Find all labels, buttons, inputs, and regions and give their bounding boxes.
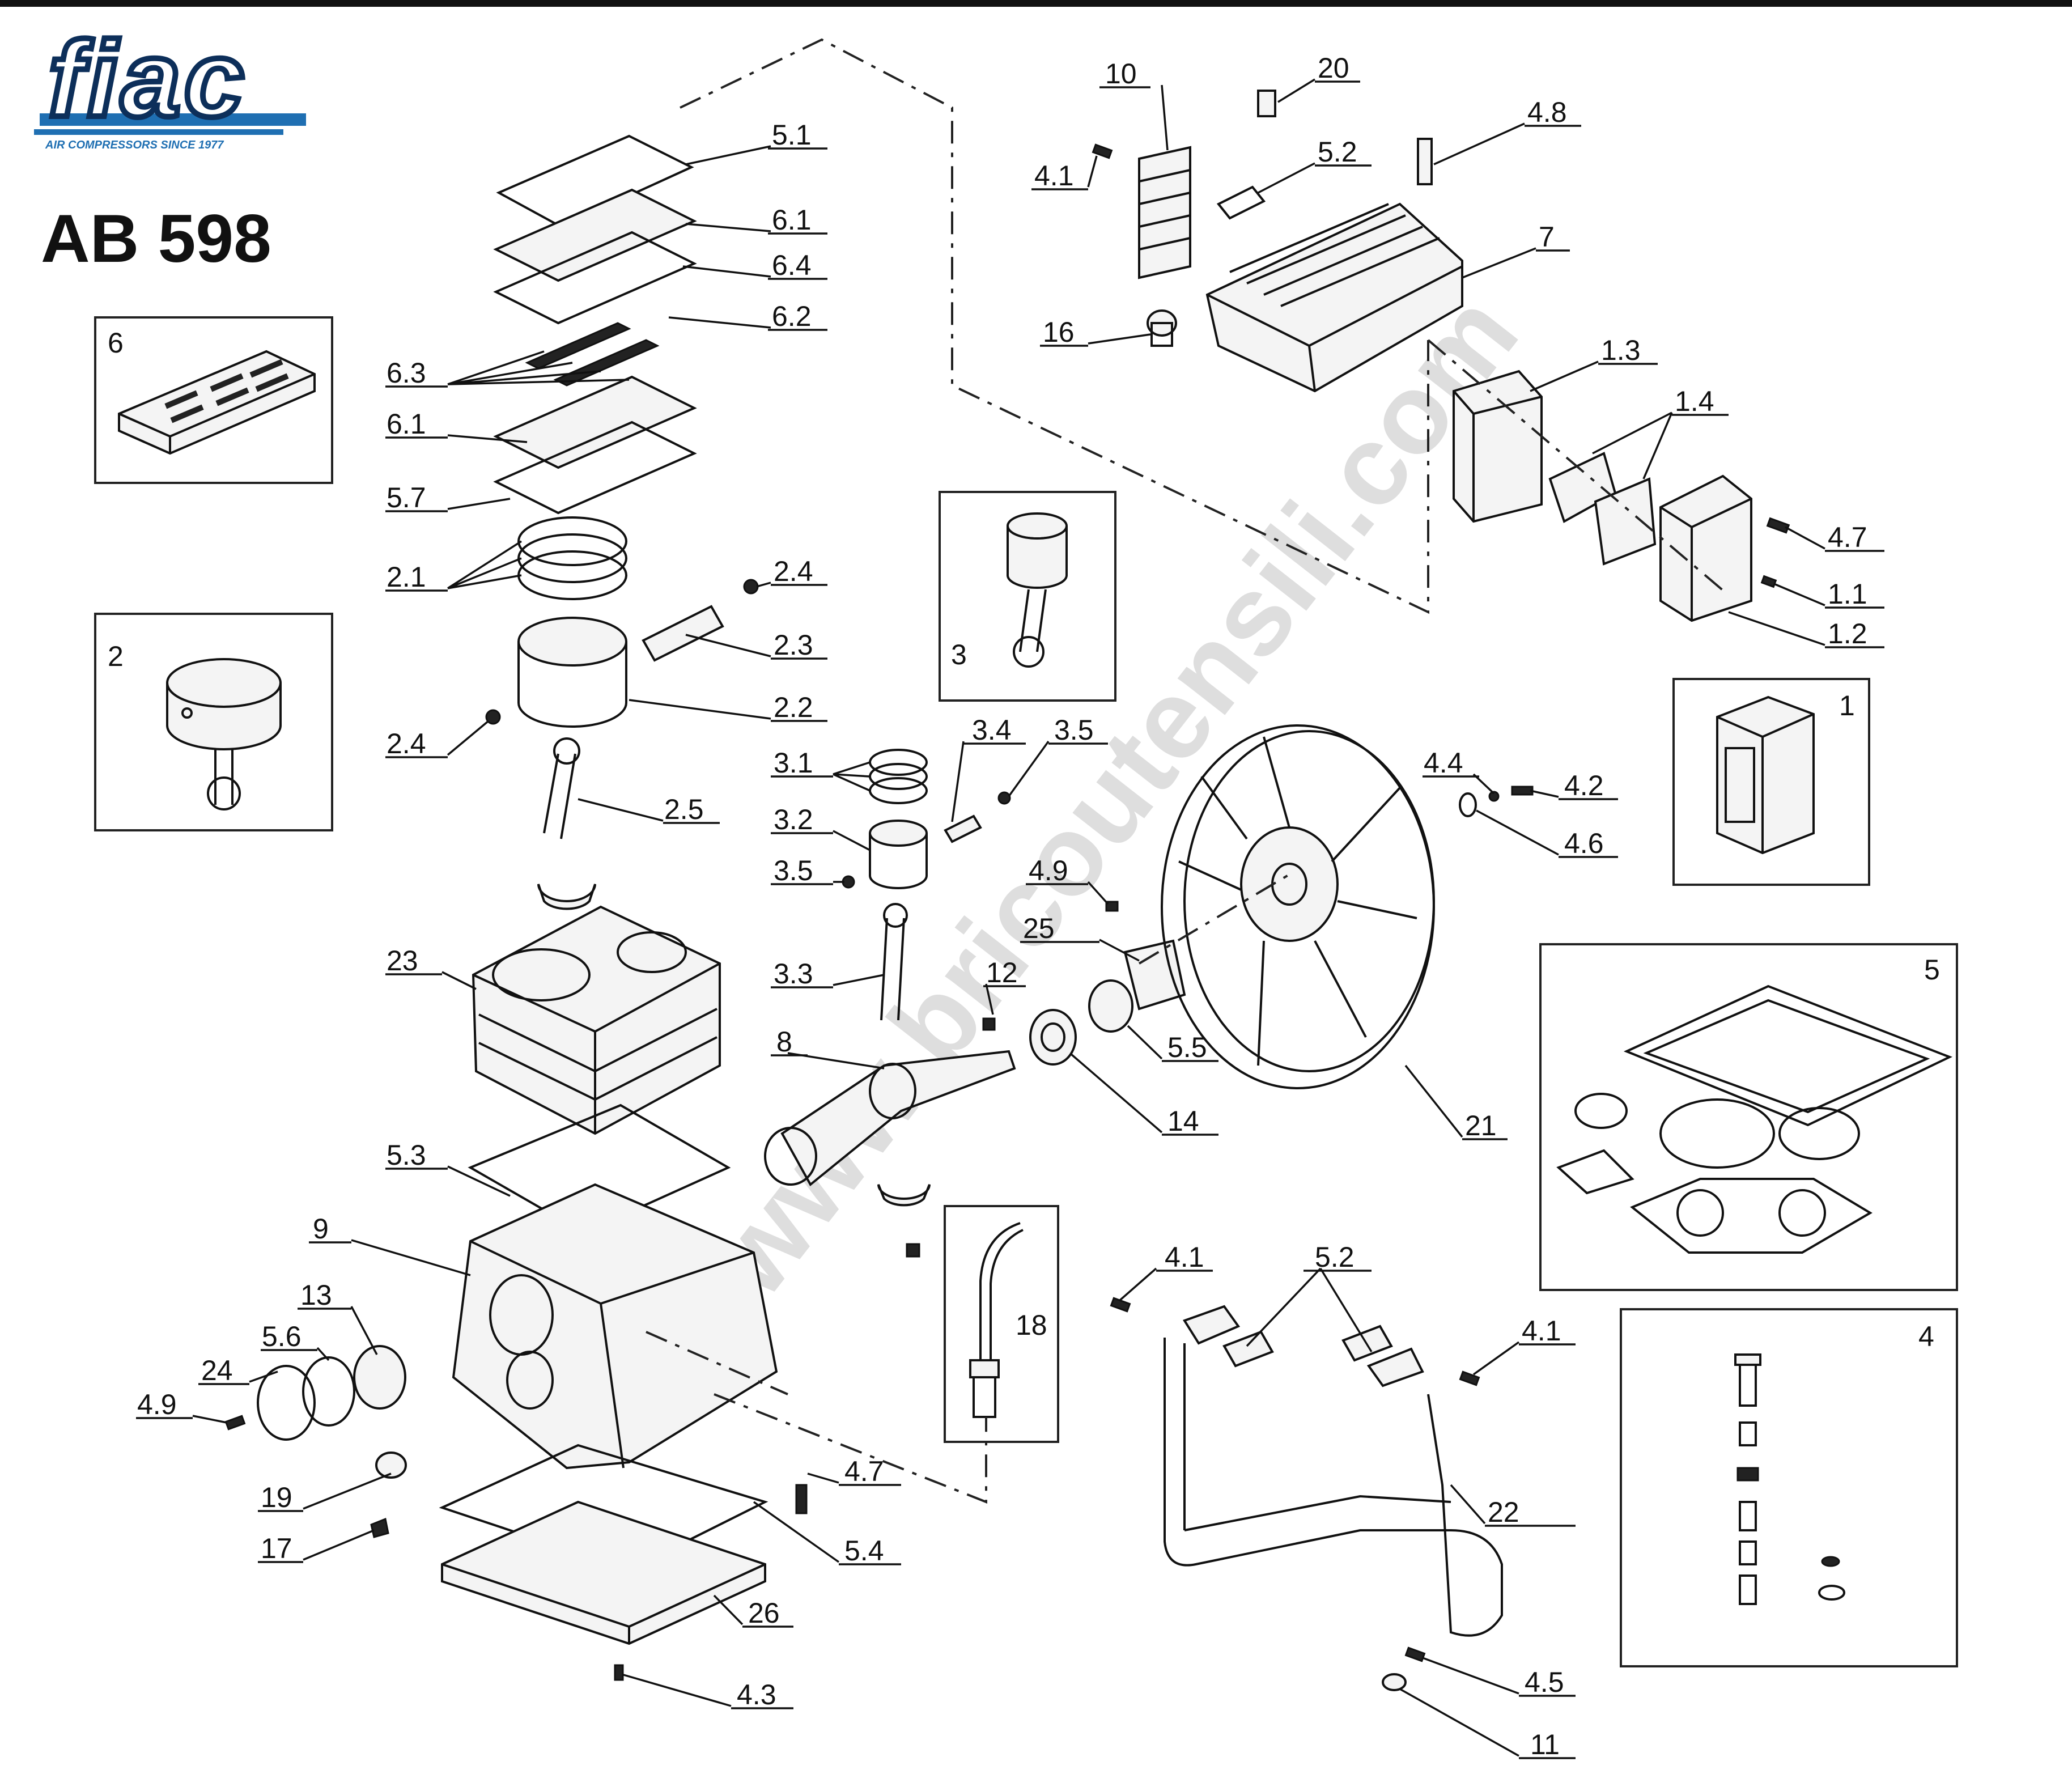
callout-3-3: 3.3 — [774, 958, 813, 990]
callout-12: 12 — [986, 957, 1018, 988]
callout-8: 8 — [776, 1026, 792, 1058]
callout-1-3: 1.3 — [1601, 334, 1641, 366]
callout-9: 9 — [313, 1213, 329, 1245]
callout-3-4: 3.4 — [972, 714, 1012, 746]
callout-2-2: 2.2 — [774, 691, 813, 723]
callout-1-4: 1.4 — [1675, 385, 1714, 417]
callout-4-1-head: 4.1 — [1034, 160, 1074, 192]
inset-box-18: 18 — [944, 1205, 1059, 1443]
callout-11: 11 — [1530, 1729, 1560, 1760]
svg-text:3: 3 — [951, 639, 967, 670]
inset-box-2: 2 — [94, 613, 333, 831]
callout-4-7-bottom: 4.7 — [844, 1455, 884, 1487]
model-title: AB 598 — [41, 201, 271, 277]
callout-3-1: 3.1 — [774, 747, 813, 779]
callout-13: 13 — [300, 1279, 332, 1311]
svg-text:1: 1 — [1839, 690, 1855, 722]
crankshaft — [764, 1050, 1016, 1258]
callout-5-4: 5.4 — [844, 1535, 884, 1567]
callout-4-1-frame-right: 4.1 — [1522, 1315, 1561, 1347]
callout-3-5-top: 3.5 — [1054, 714, 1094, 746]
inset-box-4: 4 — [1620, 1308, 1958, 1667]
callout-2-4-left: 2.4 — [387, 728, 426, 759]
callout-2-1: 2.1 — [387, 561, 426, 593]
callout-2-3: 2.3 — [774, 629, 813, 661]
inset-box-6: 6 — [94, 316, 333, 484]
valve-block-head-parts — [1092, 90, 1276, 347]
crankcase — [452, 1104, 778, 1470]
callout-4-6: 4.6 — [1564, 827, 1604, 859]
callout-5-6: 5.6 — [262, 1321, 302, 1352]
callout-5-1: 5.1 — [772, 119, 812, 151]
callout-24: 24 — [201, 1355, 233, 1386]
callout-4-7-cover: 4.7 — [1828, 521, 1867, 553]
cylinder-head — [1205, 138, 1463, 393]
callout-6-3: 6.3 — [387, 357, 426, 389]
head-cover-assembly — [1453, 370, 1790, 622]
callout-19: 19 — [261, 1482, 292, 1513]
callout-4-8: 4.8 — [1527, 96, 1567, 128]
callout-5-2-head: 5.2 — [1318, 136, 1357, 168]
callout-4-5: 4.5 — [1525, 1666, 1564, 1698]
callout-2-5: 2.5 — [664, 793, 704, 825]
svg-text:5: 5 — [1924, 954, 1940, 986]
callout-1-1: 1.1 — [1828, 578, 1867, 610]
callout-6-1-top: 6.1 — [772, 204, 812, 236]
callout-21: 21 — [1465, 1110, 1497, 1141]
callout-4-4: 4.4 — [1424, 747, 1463, 779]
support-frame — [1110, 1297, 1503, 1691]
callout-6-1-lower: 6.1 — [387, 408, 426, 440]
callout-4-3: 4.3 — [737, 1679, 776, 1711]
gasket-valve-stack — [493, 134, 697, 515]
callout-4-9-left: 4.9 — [137, 1389, 177, 1420]
callout-5-2-frame: 5.2 — [1315, 1241, 1355, 1273]
inset-box-1: 1 — [1672, 678, 1870, 886]
base-gasket-and-plate — [439, 1444, 768, 1645]
svg-text:6: 6 — [108, 327, 124, 359]
callout-6-4: 6.4 — [772, 249, 812, 281]
callout-5-3: 5.3 — [387, 1139, 426, 1171]
callout-20: 20 — [1318, 52, 1349, 84]
assembly-dash-lines — [646, 38, 1730, 1504]
callout-25: 25 — [1023, 913, 1055, 944]
inset-box-3: 3 — [939, 491, 1116, 702]
crankcase-side-parts — [224, 1345, 808, 1681]
callout-4-1-frame-left: 4.1 — [1165, 1241, 1204, 1273]
inset-box-5: 5 — [1539, 943, 1958, 1291]
connecting-rod-large — [537, 737, 596, 910]
callout-5-7: 5.7 — [387, 482, 426, 513]
callout-3-5-bottom: 3.5 — [774, 855, 813, 886]
callout-5-5: 5.5 — [1167, 1032, 1207, 1063]
callout-17: 17 — [261, 1533, 292, 1564]
svg-text:18: 18 — [1016, 1309, 1047, 1341]
callout-2-4-right: 2.4 — [774, 555, 813, 587]
callout-16: 16 — [1043, 316, 1075, 348]
callout-1-2: 1.2 — [1828, 618, 1867, 650]
flywheel — [1161, 724, 1534, 1089]
callout-labels: 5.1 6.1 6.4 6.2 6.3 6.1 5.7 2.1 2.4 2.3 … — [136, 52, 1884, 1760]
callout-22: 22 — [1488, 1496, 1519, 1528]
callout-10: 10 — [1105, 58, 1137, 90]
callout-3-2: 3.2 — [774, 804, 813, 835]
callout-4-2: 4.2 — [1564, 770, 1604, 801]
svg-text:2: 2 — [108, 640, 124, 672]
svg-text:4: 4 — [1918, 1321, 1934, 1352]
top-border — [0, 0, 2072, 7]
callout-7: 7 — [1539, 221, 1555, 253]
callout-6-2: 6.2 — [772, 300, 812, 332]
callout-26: 26 — [748, 1597, 780, 1629]
callout-14: 14 — [1167, 1105, 1199, 1137]
bearing-and-seal — [1029, 901, 1186, 1066]
fiac-logo: fiac AIR COMPRESSORS SINCE 1977 — [34, 16, 306, 151]
callout-4-9-middle: 4.9 — [1029, 855, 1068, 886]
piston-rings-and-piston-large — [485, 516, 759, 728]
logo-wordmark: fiac — [48, 19, 247, 139]
logo-tagline: AIR COMPRESSORS SINCE 1977 — [45, 139, 224, 151]
callout-23: 23 — [387, 945, 418, 977]
cylinder-block — [472, 905, 721, 1135]
